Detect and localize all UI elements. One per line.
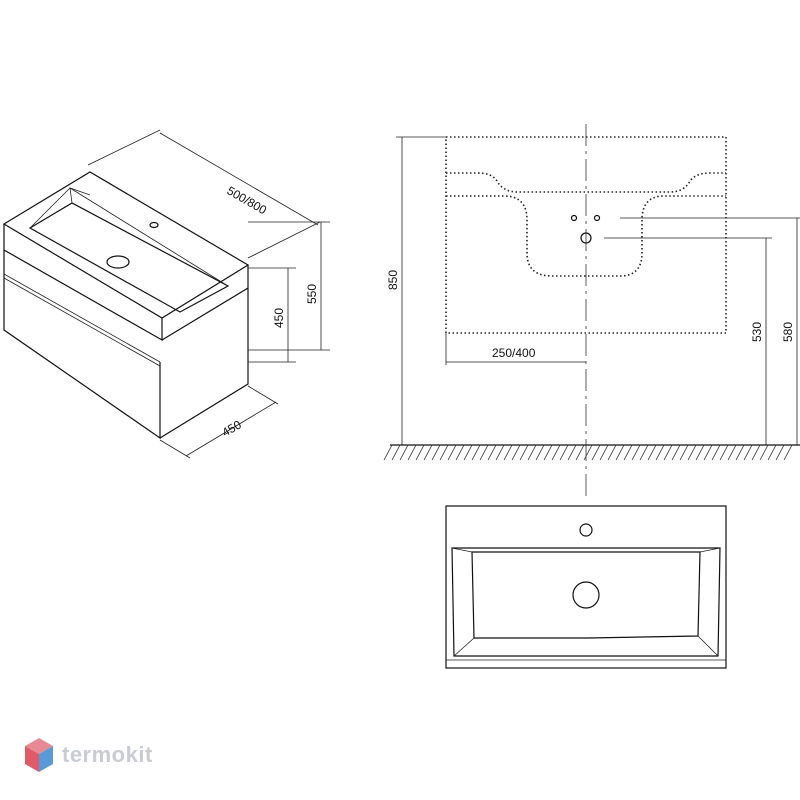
dim-iso-width: 500/800 bbox=[225, 183, 270, 217]
tap-hole bbox=[149, 221, 159, 229]
drain-hole bbox=[106, 255, 130, 269]
watermark-text: termokit bbox=[62, 742, 153, 767]
isometric-view: 500/800 550 450 450 bbox=[2, 129, 330, 459]
dim-iso-depth: 450 bbox=[220, 417, 245, 439]
plan-tap-hole bbox=[579, 523, 593, 537]
termokit-logo-icon bbox=[25, 738, 53, 772]
dim-front-total-height: 850 bbox=[386, 270, 400, 290]
dim-front-pipe-height-2: 580 bbox=[781, 322, 795, 342]
plan-basin-rim bbox=[451, 547, 721, 657]
dim-iso-height-total: 550 bbox=[305, 284, 319, 304]
dim-front-pipe-height-1: 530 bbox=[750, 322, 764, 342]
plan-basin-bowl bbox=[471, 551, 701, 639]
cabinet-front bbox=[3, 250, 161, 440]
watermark: termokit bbox=[24, 736, 153, 774]
cabinet-side bbox=[159, 288, 249, 439]
dim-front-offset: 250/400 bbox=[492, 346, 536, 360]
dim-iso-height-cabinet: 450 bbox=[272, 308, 286, 328]
plan-view bbox=[445, 505, 727, 669]
water-inlet-hole-2 bbox=[593, 214, 601, 222]
basin-top-outline bbox=[2, 171, 250, 319]
water-inlet-hole bbox=[570, 214, 578, 222]
front-elevation: 850 250/400 530 580 bbox=[383, 124, 800, 500]
plan-drain-hole bbox=[572, 581, 600, 609]
plan-outer-outline bbox=[445, 505, 727, 669]
floor-hatch bbox=[383, 444, 793, 461]
